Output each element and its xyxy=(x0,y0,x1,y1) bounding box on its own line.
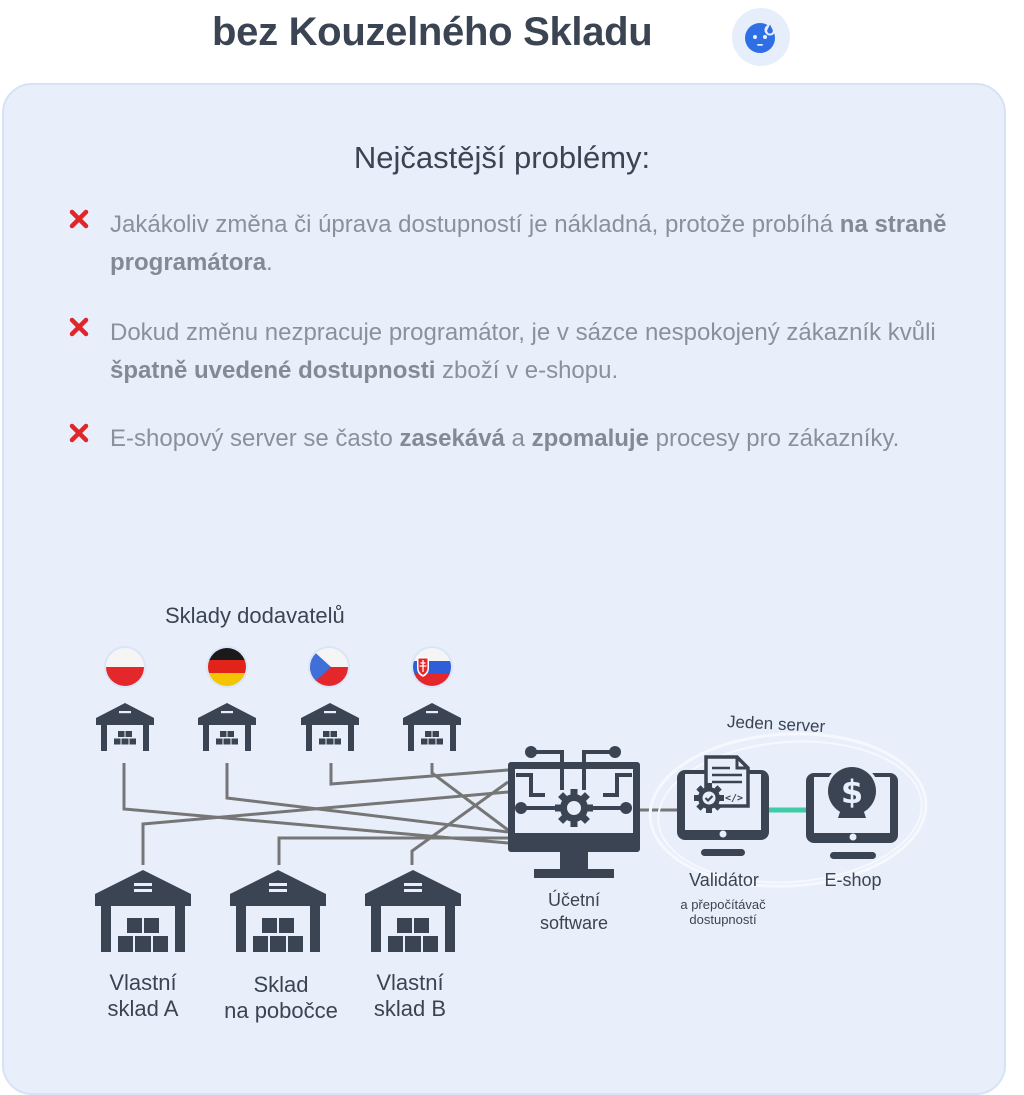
accounting-software-icon xyxy=(508,746,640,878)
text-run: . xyxy=(266,249,273,276)
warehouse-label-pobocka: Sklad na pobočce xyxy=(208,972,354,1024)
svg-text:$: $ xyxy=(841,773,863,811)
emphasis-text: zasekává xyxy=(399,425,505,452)
line-skladB-to-accounting xyxy=(410,780,509,865)
label-line: a přepočítávač xyxy=(680,897,766,912)
emphasis-text: špatně uvedené dostupnosti xyxy=(110,357,436,384)
own-warehouse-icon xyxy=(365,870,461,952)
supplier-warehouse-icon xyxy=(198,703,256,751)
label-line: dostupností xyxy=(689,912,757,927)
problem-text: Dokud změnu nezpracuje programátor, je v… xyxy=(110,314,970,390)
problems-panel xyxy=(2,83,1006,1095)
supplier-warehouse-icon xyxy=(403,703,461,751)
branch-warehouse-icon xyxy=(230,870,326,952)
validator-sublabel: a přepočítávač dostupností xyxy=(658,897,788,927)
line-pl-to-accounting xyxy=(122,763,509,845)
label-line: Vlastní xyxy=(109,970,177,995)
emphasis-text: na straně programátora xyxy=(110,211,947,276)
problems-heading: Nejčastější problémy: xyxy=(353,140,651,175)
label-line: na pobočce xyxy=(224,998,338,1023)
text-run: a xyxy=(504,425,532,452)
eshop-icon: $ xyxy=(806,764,898,859)
text-run: E-shopový server se často xyxy=(110,425,400,452)
validator-icon: </> xyxy=(677,755,769,856)
text-run: procesy pro zákazníky. xyxy=(648,425,900,452)
page-title: bez Kouzelného Skladu xyxy=(212,10,653,54)
suppliers-label: Sklady dodavatelů xyxy=(165,603,345,628)
label-line: sklad B xyxy=(373,996,447,1021)
line-skladA-to-accounting xyxy=(141,790,509,865)
problem-text: E-shopový server se často zasekává a zpo… xyxy=(110,420,970,458)
header: bez Kouzelného Skladu xyxy=(0,0,1024,78)
poland-flag-icon xyxy=(104,646,146,688)
label-line: Sklad xyxy=(253,972,309,997)
emphasis-text: zpomaluje xyxy=(531,425,649,452)
label-line: sklad A xyxy=(107,996,179,1021)
germany-flag-icon xyxy=(206,646,248,688)
sweating-sad-face-icon xyxy=(732,8,790,66)
eshop-label: E-shop xyxy=(824,870,882,890)
red-x-icon xyxy=(69,209,89,229)
text-run: Jakákoliv změna či úprava dostupností je… xyxy=(110,211,840,238)
supplier-warehouse-icon xyxy=(96,703,154,751)
label-line: Účetní xyxy=(547,890,601,910)
validator-label: Validátor xyxy=(689,870,759,890)
line-sk-to-accounting xyxy=(430,763,509,832)
warehouse-label-sklad-b: Vlastní sklad B xyxy=(362,970,458,1022)
supplier-warehouse-icon xyxy=(301,703,359,751)
slovakia-flag-icon xyxy=(411,646,453,688)
line-de-to-accounting xyxy=(225,763,509,834)
line-cz-to-accounting xyxy=(329,763,509,786)
server-group-ellipse xyxy=(648,732,928,888)
svg-text:</>: </> xyxy=(725,793,743,804)
czech-flag-icon xyxy=(308,646,350,688)
problem-text: Jakákoliv změna či úprava dostupností je… xyxy=(110,206,970,282)
red-x-icon xyxy=(69,317,89,337)
text-run: zboží v e-shopu. xyxy=(435,357,619,384)
label-line: software xyxy=(539,913,609,933)
line-pobocka-to-accounting xyxy=(277,836,508,865)
text-run: Dokud změnu nezpracuje programátor, je v… xyxy=(110,319,936,346)
warehouse-label-sklad-a: Vlastní sklad A xyxy=(95,970,191,1022)
own-warehouse-icon xyxy=(95,870,191,952)
red-x-icon xyxy=(69,423,89,443)
label-line: Vlastní xyxy=(376,970,444,995)
accounting-software-label: Účetní software xyxy=(522,889,626,935)
